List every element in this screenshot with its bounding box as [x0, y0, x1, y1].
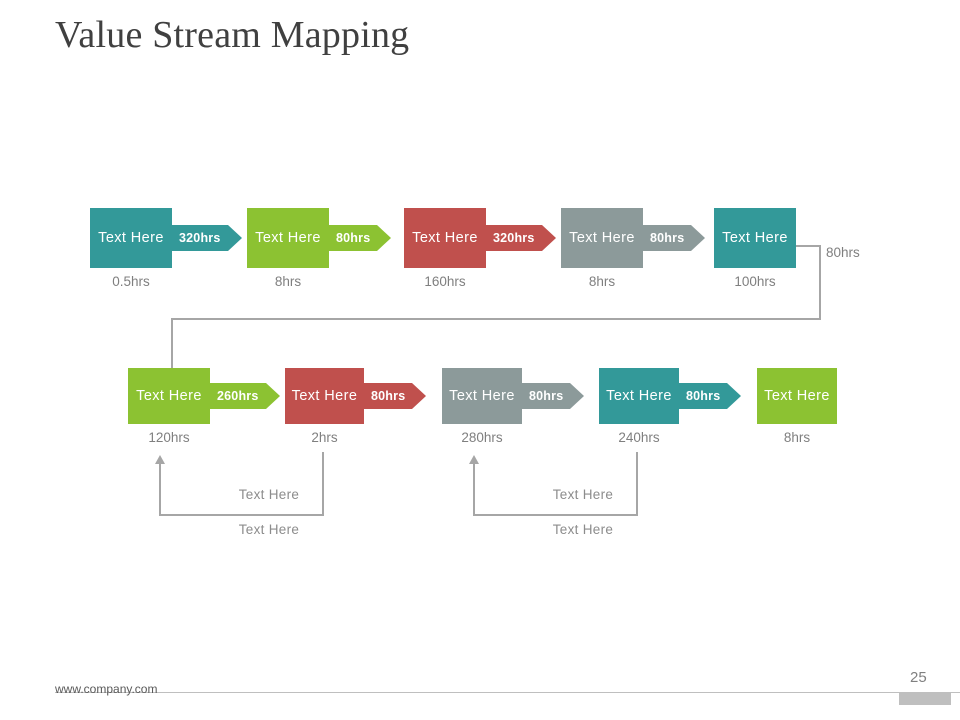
flow-arrow-body: 320hrs — [172, 225, 228, 251]
feedback-loop-inner-label: Text Here — [552, 487, 614, 502]
feedback-loop-bottom-segment — [159, 514, 324, 516]
flow-arrow-body: 320hrs — [486, 225, 542, 251]
process-step-r1-3[interactable]: Text Here 320hrs 160hrs — [404, 208, 556, 289]
wrap-connector-segment-bottom — [171, 318, 821, 320]
feedback-loop-left-segment — [159, 463, 161, 515]
flow-arrow-body: 80hrs — [364, 383, 413, 409]
flow-arrow-head — [691, 225, 706, 251]
process-step-r1-2[interactable]: Text Here 80hrs 8hrs — [247, 208, 392, 289]
flow-arrow-head — [570, 383, 585, 409]
feedback-loop-arrow-icon — [155, 455, 165, 464]
process-step-r1-1[interactable]: Text Here 320hrs 0.5hrs — [90, 208, 242, 289]
step-duration-label: 8hrs — [783, 430, 811, 445]
step-duration-label: 120hrs — [148, 430, 190, 445]
process-box[interactable]: Text Here — [757, 368, 837, 424]
flow-arrow-label: 320hrs — [179, 231, 221, 245]
flow-arrow-label: 260hrs — [217, 389, 259, 403]
process-step-r2-3[interactable]: Text Here 80hrs 280hrs — [442, 368, 587, 445]
wrap-connector-segment-top — [796, 245, 821, 247]
flow-arrow: 320hrs — [486, 225, 556, 251]
wrap-connector-segment-left — [171, 318, 173, 370]
process-box[interactable]: Text Here — [285, 368, 364, 424]
step-duration-label: 280hrs — [461, 430, 503, 445]
step-duration-label: 160hrs — [424, 274, 466, 289]
feedback-loop-left-segment — [473, 463, 475, 515]
process-box[interactable]: Text Here — [247, 208, 329, 268]
footer-url[interactable]: www.company.com — [55, 682, 158, 696]
page-number-bar — [899, 692, 951, 705]
page-title: Value Stream Mapping — [55, 14, 410, 56]
flow-arrow: 80hrs — [679, 383, 742, 409]
wrap-connector-label: 80hrs — [826, 245, 860, 260]
flow-arrow: 80hrs — [522, 383, 585, 409]
feedback-loop-right-segment — [322, 452, 324, 515]
feedback-loop-right-segment — [636, 452, 638, 515]
flow-arrow-body: 80hrs — [643, 225, 692, 251]
flow-arrow-label: 320hrs — [493, 231, 535, 245]
flow-arrow-head — [412, 383, 427, 409]
feedback-loop-bottom-segment — [473, 514, 638, 516]
flow-arrow-head — [377, 225, 392, 251]
process-box-label: Text Here — [412, 230, 478, 246]
footer-divider — [55, 692, 960, 693]
page-number: 25 — [910, 669, 927, 686]
flow-arrow-label: 80hrs — [371, 389, 406, 403]
process-box-label: Text Here — [722, 230, 788, 246]
flow-arrow: 80hrs — [364, 383, 427, 409]
flow-arrow: 80hrs — [329, 225, 392, 251]
process-box-label: Text Here — [136, 388, 202, 404]
wrap-connector-segment-right — [819, 245, 821, 320]
flow-arrow-body: 260hrs — [210, 383, 266, 409]
flow-arrow-head — [727, 383, 742, 409]
flow-arrow-body: 80hrs — [522, 383, 571, 409]
process-step-r1-5[interactable]: Text Here 100hrs — [714, 208, 796, 289]
process-step-r1-4[interactable]: Text Here 80hrs 8hrs — [561, 208, 706, 289]
flow-arrow-body: 80hrs — [329, 225, 378, 251]
feedback-loop-arrow-icon — [469, 455, 479, 464]
feedback-loop-inner-label: Text Here — [238, 487, 300, 502]
feedback-loop-outer-label: Text Here — [238, 522, 300, 537]
process-box-label: Text Here — [569, 230, 635, 246]
process-box[interactable]: Text Here — [561, 208, 643, 268]
process-box-label: Text Here — [449, 388, 515, 404]
step-duration-label: 0.5hrs — [112, 274, 150, 289]
process-box-label: Text Here — [255, 230, 321, 246]
step-duration-label: 100hrs — [734, 274, 776, 289]
process-box[interactable]: Text Here — [442, 368, 522, 424]
flow-arrow-label: 80hrs — [686, 389, 721, 403]
process-box-label: Text Here — [291, 388, 358, 404]
flow-arrow-body: 80hrs — [679, 383, 728, 409]
process-box[interactable]: Text Here — [90, 208, 172, 268]
process-step-r2-1[interactable]: Text Here 260hrs 120hrs — [128, 368, 280, 445]
step-duration-label: 8hrs — [588, 274, 616, 289]
process-box-label: Text Here — [606, 388, 672, 404]
step-duration-label: 240hrs — [618, 430, 660, 445]
process-box[interactable]: Text Here — [128, 368, 210, 424]
process-box-label: Text Here — [764, 388, 830, 404]
step-duration-label: 8hrs — [274, 274, 302, 289]
process-step-r2-4[interactable]: Text Here 80hrs 240hrs — [599, 368, 744, 445]
process-box-label: Text Here — [98, 230, 164, 246]
process-box[interactable]: Text Here — [599, 368, 679, 424]
flow-arrow-label: 80hrs — [650, 231, 685, 245]
process-step-r2-5[interactable]: Text Here 8hrs — [757, 368, 837, 445]
process-box[interactable]: Text Here — [404, 208, 486, 268]
process-box[interactable]: Text Here — [714, 208, 796, 268]
flow-arrow-head — [227, 225, 242, 251]
feedback-loop-outer-label: Text Here — [552, 522, 614, 537]
flow-arrow: 80hrs — [643, 225, 706, 251]
flow-arrow: 320hrs — [172, 225, 242, 251]
flow-arrow-label: 80hrs — [529, 389, 564, 403]
flow-arrow-label: 80hrs — [336, 231, 371, 245]
flow-arrow-head — [541, 225, 556, 251]
process-step-r2-2[interactable]: Text Here 80hrs 2hrs — [285, 368, 430, 445]
flow-arrow: 260hrs — [210, 383, 280, 409]
flow-arrow-head — [265, 383, 280, 409]
step-duration-label: 2hrs — [311, 430, 338, 445]
